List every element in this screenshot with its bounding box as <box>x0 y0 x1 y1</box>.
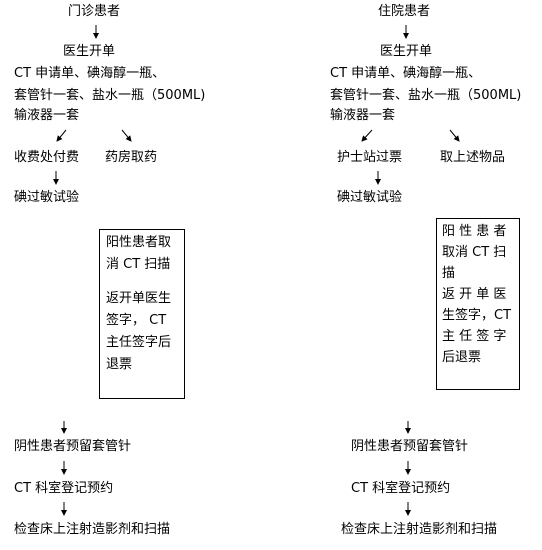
left-positive-box: 阳性患者取 消 CT 扫描 返开单医生 签字， CT 主任签字后 退票 <box>99 229 185 399</box>
right-scan-node: 检查床上注射造影剂和扫描 <box>341 522 498 537</box>
right-items-line3: 输液器一套 <box>330 108 396 123</box>
right-positive-line3: 描 <box>442 266 456 281</box>
right-positive-line5: 生签字，CT <box>442 308 512 323</box>
right-positive-line4: 返 开 单 医 <box>442 287 507 302</box>
left-doctor-node: 医生开单 <box>63 44 116 59</box>
right-branch-fetch: 取上述物品 <box>440 150 506 165</box>
left-positive-line4: 签字， CT <box>106 313 167 328</box>
left-allergy-test: 碘过敏试验 <box>14 190 80 205</box>
left-positive-line1: 阳性患者取 <box>106 235 172 250</box>
left-positive-line3: 返开单医生 <box>106 291 172 306</box>
right-allergy-test: 碘过敏试验 <box>337 190 403 205</box>
arrow-right-branch-a <box>361 129 373 142</box>
right-positive-line7: 后退票 <box>442 350 482 365</box>
left-scan-node: 检查床上注射造影剂和扫描 <box>14 522 171 537</box>
right-negative-node: 阴性患者预留套管针 <box>351 439 469 454</box>
right-positive-box: 阳 性 患 者 取消 CT 扫 描 返 开 单 医 生签字，CT 主 任 签 字… <box>436 218 520 390</box>
right-items-line1: CT 申请单、碘海醇一瓶、 <box>330 66 482 81</box>
right-items-line2: 套管针一套、盐水一瓶（500ML) <box>330 88 522 103</box>
right-doctor-node: 医生开单 <box>380 44 433 59</box>
left-items-line2: 套管针一套、盐水一瓶（500ML) <box>14 88 206 103</box>
left-branch-payment: 收费处付费 <box>14 150 80 165</box>
left-items-line1: CT 申请单、碘海醇一瓶、 <box>14 66 166 81</box>
left-items-line3: 输液器一套 <box>14 108 80 123</box>
arrow-left-branch-a <box>56 129 67 142</box>
left-ct-register-node: CT 科室登记预约 <box>14 481 114 496</box>
right-branch-nurse: 护士站过票 <box>337 150 403 165</box>
left-positive-line5: 主任签字后 <box>106 335 172 350</box>
arrow-right-branch-b <box>449 129 460 142</box>
arrow-left-branch-b <box>121 129 132 142</box>
right-positive-line2: 取消 CT 扫 <box>442 245 507 260</box>
left-branch-pharmacy: 药房取药 <box>105 150 158 165</box>
right-positive-line1: 阳 性 患 者 <box>442 224 507 239</box>
right-positive-line6: 主 任 签 字 <box>442 329 507 344</box>
right-start-node: 住院患者 <box>378 4 431 19</box>
left-positive-line6: 退票 <box>106 357 133 372</box>
left-positive-line2: 消 CT 扫描 <box>106 257 171 272</box>
left-start-node: 门诊患者 <box>68 4 121 19</box>
right-ct-register-node: CT 科室登记预约 <box>351 481 451 496</box>
left-negative-node: 阴性患者预留套管针 <box>14 439 132 454</box>
